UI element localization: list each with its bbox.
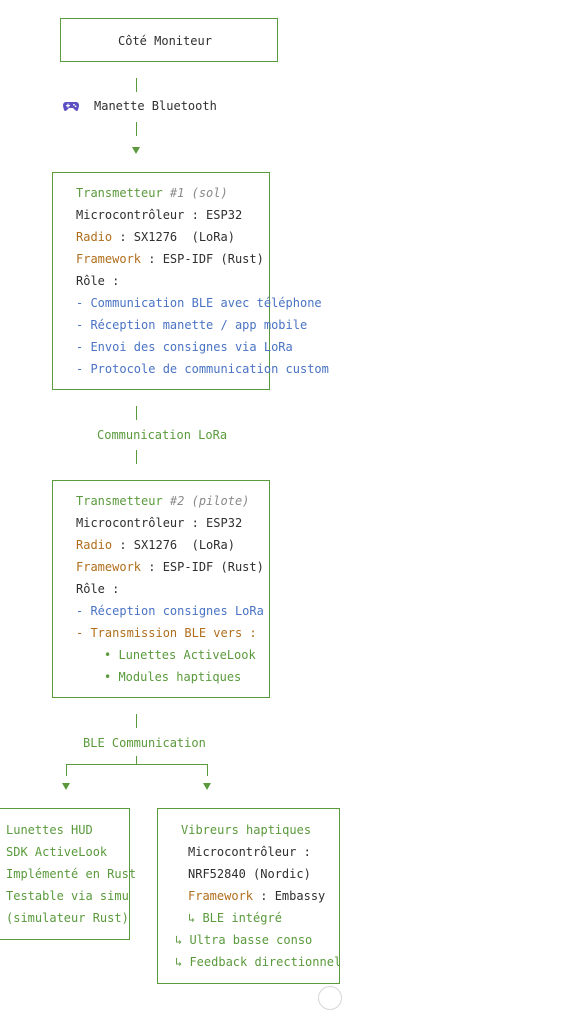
tx1-radio-key: Radio	[76, 230, 113, 244]
tx2-radio-key: Radio	[76, 538, 113, 552]
tx1-title-main: Transmetteur	[76, 186, 170, 200]
tx1-role-item: - Réception manette / app mobile	[76, 318, 308, 332]
tx1-radio: Radio : SX1276 (LoRa)	[76, 230, 235, 244]
connector-tx1-tx2-bottom	[136, 450, 137, 464]
haptics-box	[157, 808, 340, 984]
tx2-radio-val: : SX1276 (LoRa)	[112, 538, 235, 552]
tx2-target-item: • Lunettes ActiveLook	[104, 648, 256, 662]
tx1-radio-val: : SX1276 (LoRa)	[112, 230, 235, 244]
tx1-role-item: - Protocole de communication custom	[76, 362, 329, 376]
tx1-role-label: Rôle :	[76, 274, 120, 288]
tx1-title: Transmetteur #1 (sol)	[76, 186, 228, 200]
tx2-fw-val: : ESP-IDF (Rust)	[141, 560, 264, 574]
gamepad-icon	[63, 102, 79, 111]
link-lora-label: Communication LoRa	[97, 428, 228, 442]
glasses-line: (simulateur Rust)	[6, 911, 129, 925]
connector-tx2-ble-bottom	[136, 756, 137, 764]
haptics-framework: Framework : Embassy	[188, 889, 325, 903]
tx1-title-sub: #1 (sol)	[169, 186, 228, 200]
tx2-role-label: Rôle :	[76, 582, 120, 596]
tx1-box	[52, 172, 270, 390]
glasses-line: Implémenté en Rust	[6, 867, 137, 881]
link-manette-label: Manette Bluetooth	[94, 99, 217, 113]
connector-tx2-ble-top	[136, 714, 137, 728]
haptics-mcu: Microcontrôleur :	[188, 845, 311, 859]
arrow-to-haptics	[203, 783, 211, 790]
haptics-title: Vibreurs haptiques	[181, 823, 312, 837]
arrow-to-tx1	[132, 147, 140, 154]
connector-tx1-tx2-top	[136, 406, 137, 420]
tx1-framework: Framework : ESP-IDF (Rust)	[76, 252, 264, 266]
tx1-mcu: Microcontrôleur : ESP32	[76, 208, 243, 222]
moniteur-title: Côté Moniteur	[118, 34, 212, 48]
haptics-feature: ↳ Ultra basse conso	[175, 933, 313, 947]
tx1-role-item: - Communication BLE avec téléphone	[76, 296, 322, 310]
tx1-fw-val: : ESP-IDF (Rust)	[141, 252, 264, 266]
haptics-fw-val: : Embassy	[253, 889, 326, 903]
tx2-fw-key: Framework	[76, 560, 142, 574]
tx2-title: Transmetteur #2 (pilote)	[76, 494, 249, 508]
tx1-fw-key: Framework	[76, 252, 142, 266]
glasses-box	[0, 808, 130, 940]
tx2-role-item: - Transmission BLE vers :	[76, 626, 257, 640]
tx2-title-sub: #2 (pilote)	[169, 494, 250, 508]
tx2-role-item: - Réception consignes LoRa	[76, 604, 264, 618]
connector-moniteur-tx1-bottom	[136, 122, 137, 136]
tx2-mcu: Microcontrôleur : ESP32	[76, 516, 243, 530]
tx2-framework: Framework : ESP-IDF (Rust)	[76, 560, 264, 574]
link-ble-label: BLE Communication	[83, 736, 206, 750]
haptics-mcu-val: NRF52840 (Nordic)	[188, 867, 311, 881]
connector-moniteur-tx1-top	[136, 78, 137, 92]
split-branch	[66, 764, 208, 776]
tx2-box	[52, 480, 270, 698]
haptics-fw-key: Framework	[188, 889, 254, 903]
moniteur-box	[60, 18, 278, 62]
scroll-to-bottom-button[interactable]	[318, 986, 342, 1010]
tx2-target-item: • Modules haptiques	[104, 670, 242, 684]
haptics-feature: ↳ Feedback directionnel	[175, 955, 342, 969]
glasses-line: Testable via simu	[6, 889, 129, 903]
glasses-line: Lunettes HUD	[6, 823, 93, 837]
glasses-line: SDK ActiveLook	[6, 845, 108, 859]
haptics-feature: ↳ BLE intégré	[188, 911, 282, 925]
arrow-to-glasses	[62, 783, 70, 790]
tx2-title-main: Transmetteur	[76, 494, 170, 508]
tx2-radio: Radio : SX1276 (LoRa)	[76, 538, 235, 552]
tx1-role-item: - Envoi des consignes via LoRa	[76, 340, 293, 354]
